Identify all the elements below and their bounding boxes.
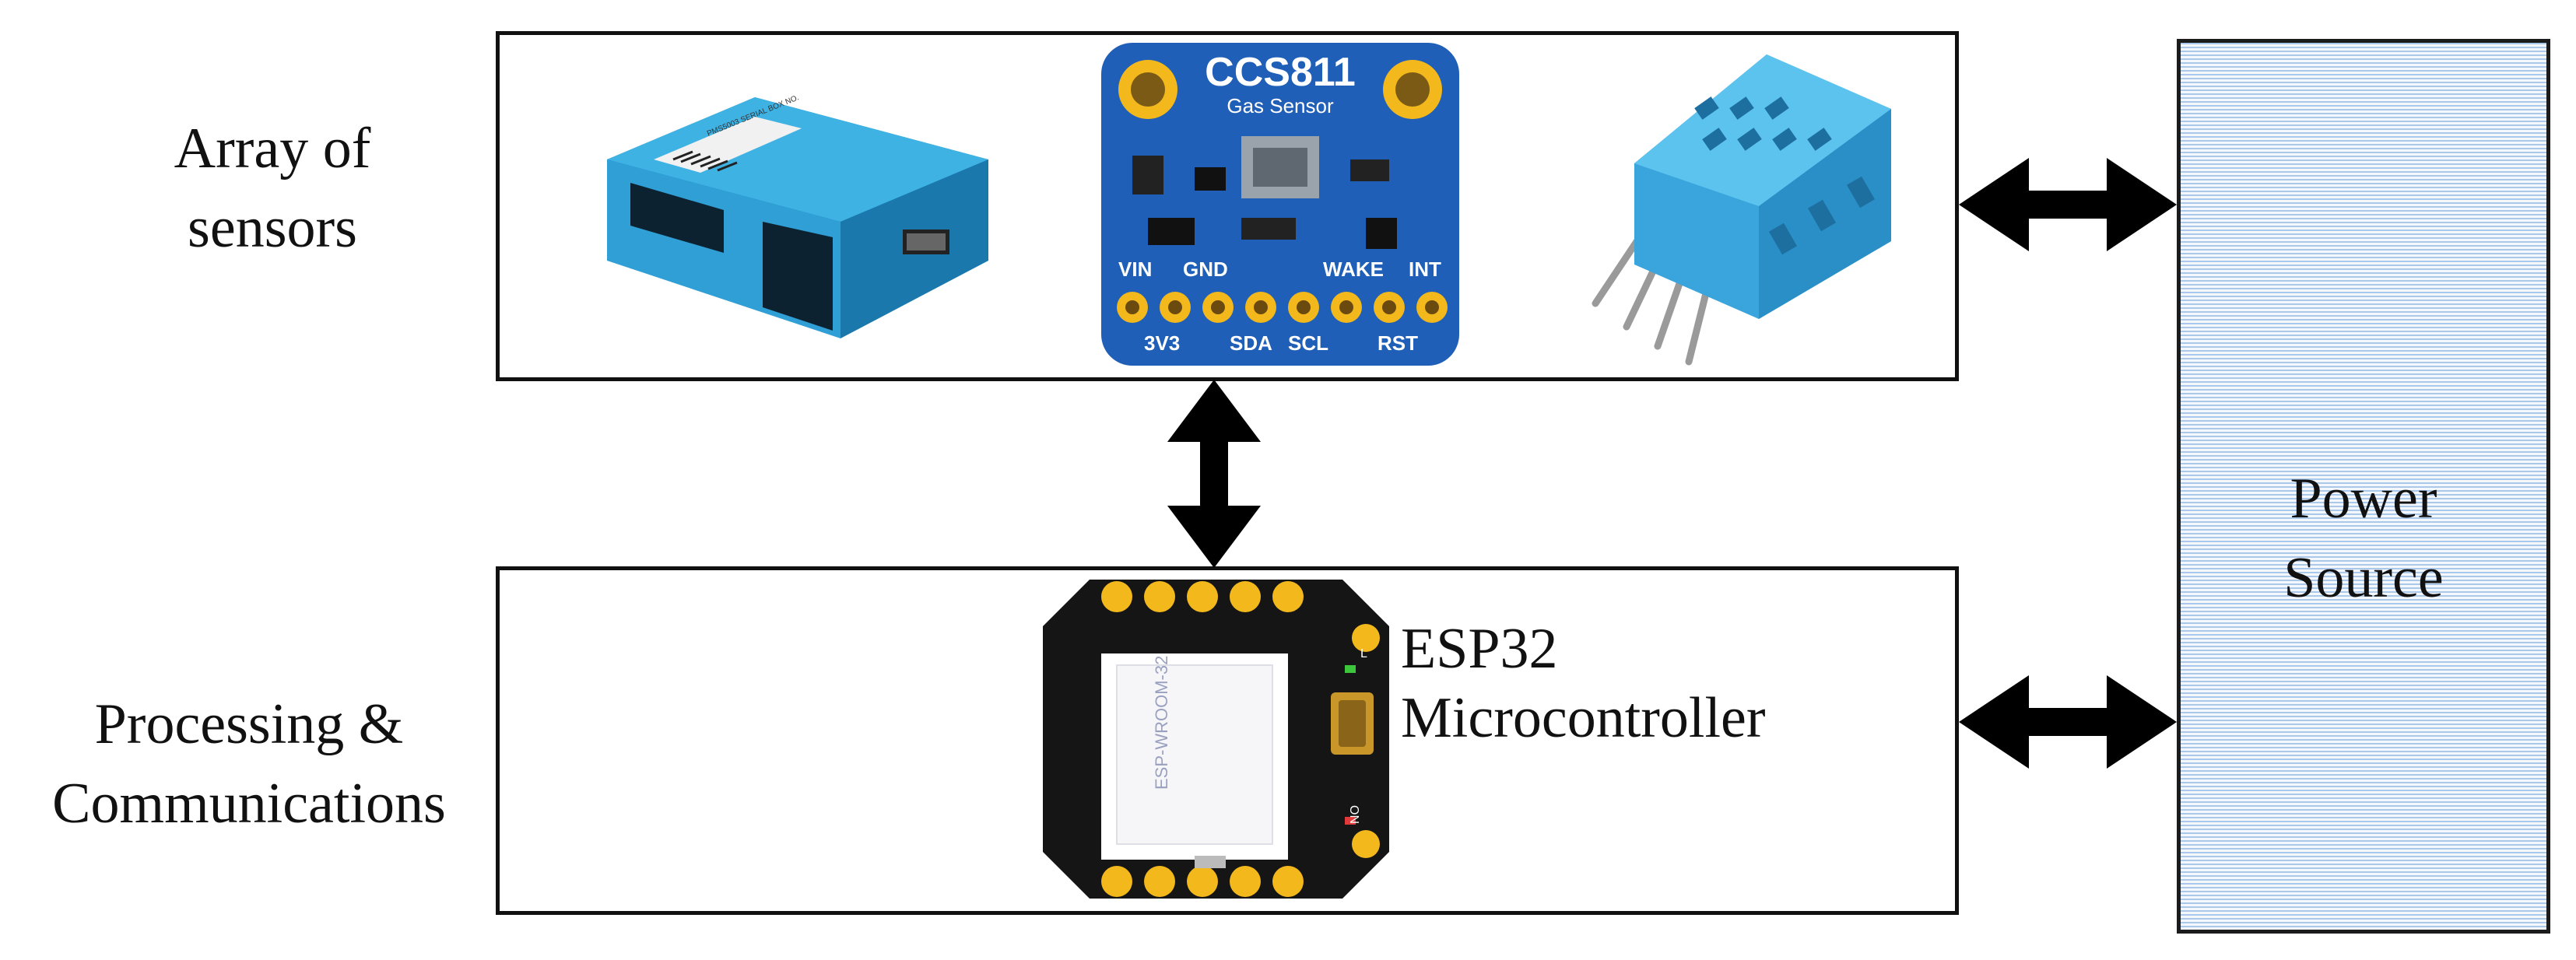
pin-label-3v3: 3V3: [1144, 331, 1180, 355]
ccs811-sensor-image: CCS811 Gas Sensor VIN GND WAKE INT 3V3 S…: [1101, 43, 1459, 366]
pin-label-sda: SDA: [1230, 331, 1272, 355]
pin-label-wake: WAKE: [1323, 258, 1384, 281]
processing-label: Processing & Communications: [52, 692, 446, 836]
dht-sensor-image: [1592, 54, 1891, 366]
led-label-on: ON: [1347, 805, 1360, 824]
power-source-box: Power Source: [2177, 39, 2550, 934]
esp32-module-text: ESP-WROOM-32: [1152, 656, 1171, 790]
esp32-board-image: ESP-WROOM-32 L ON: [1043, 580, 1389, 899]
pin-label-gnd: GND: [1183, 258, 1228, 281]
double-arrow-icon: [1167, 380, 1261, 568]
sensors-label: Array of sensors: [174, 117, 371, 261]
led-label-l: L: [1360, 647, 1367, 660]
ccs811-title: CCS811: [1205, 50, 1356, 95]
pin-label-int: INT: [1409, 258, 1441, 281]
ccs811-subtitle: Gas Sensor: [1227, 94, 1334, 117]
dust-sensor-image: PMS5003 SERIAL BOX NO.: [607, 93, 988, 338]
pin-label-rst: RST: [1377, 331, 1418, 355]
double-arrow-icon: [1959, 675, 2177, 769]
pin-label-vin: VIN: [1118, 258, 1152, 281]
power-source-label: Power Source: [2283, 467, 2444, 611]
double-arrow-icon: [1959, 158, 2177, 251]
pin-label-scl: SCL: [1288, 331, 1328, 355]
esp32-label: ESP32 Microcontroller: [1401, 617, 1766, 750]
